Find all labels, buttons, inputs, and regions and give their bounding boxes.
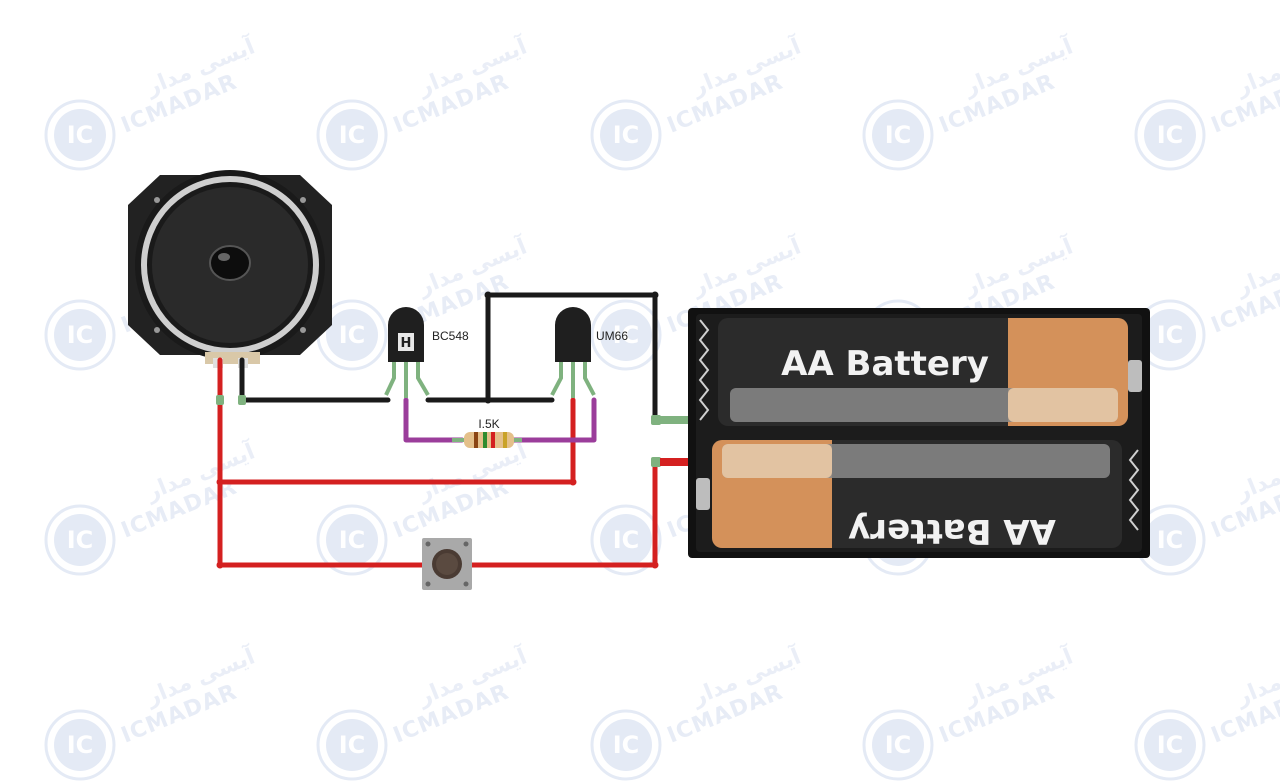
svg-text:H: H: [401, 336, 412, 351]
watermark-logo-ring: [316, 99, 388, 171]
watermark-logo-text: IC: [1157, 121, 1184, 149]
watermark-logo-text: IC: [1157, 526, 1184, 554]
watermark-logo-text: IC: [613, 526, 640, 554]
watermark-logo-text: IC: [67, 731, 94, 759]
watermark-logo-ring: [590, 99, 662, 171]
watermark-logo-icon: [600, 309, 652, 361]
battery-bottom-label: AA Battery: [848, 511, 1056, 551]
watermark-logo-icon: [326, 109, 378, 161]
watermark-logo-text: IC: [67, 526, 94, 554]
watermark-logo-text: IC: [339, 731, 366, 759]
transistor-um66: UM66: [550, 307, 628, 398]
battery-top: AA Battery: [718, 318, 1142, 426]
watermark-logo-ring: [590, 504, 662, 576]
bc548-label: BC548: [432, 329, 469, 343]
watermark-logo-text: IC: [613, 121, 640, 149]
wire-purple-right: [509, 397, 597, 443]
watermark-logo-icon: [1144, 109, 1196, 161]
um66-label: UM66: [596, 329, 628, 343]
watermark-logo-ring: [1134, 99, 1206, 171]
push-button: [422, 538, 472, 590]
battery-top-label: AA Battery: [781, 344, 989, 384]
watermark-logo-icon: [326, 719, 378, 771]
watermark-logo-text: IC: [67, 321, 94, 349]
watermark-logo-text: IC: [67, 121, 94, 149]
watermark-logo-icon: [1144, 719, 1196, 771]
watermark-logo-icon: [600, 719, 652, 771]
watermark-logo-icon: [54, 719, 106, 771]
watermark-logo-text: IC: [1157, 731, 1184, 759]
watermark-logo-ring: [862, 99, 934, 171]
watermark-logo-icon: [1144, 309, 1196, 361]
watermark-logo-icon: [326, 309, 378, 361]
watermark-logo-ring: [44, 709, 116, 781]
watermark-logo-ring: [1134, 709, 1206, 781]
resistor-label: I.5K: [478, 417, 499, 431]
watermark-logo-text: IC: [885, 121, 912, 149]
watermark-logo-icon: [600, 109, 652, 161]
watermark-logo-icon: [54, 309, 106, 361]
watermark-logo-icon: [872, 109, 924, 161]
watermark-logo-icon: [54, 514, 106, 566]
watermark-logo-text: IC: [613, 321, 640, 349]
wire-joints: [216, 291, 661, 569]
watermark-logo-ring: [44, 99, 116, 171]
watermark-logo-ring: [44, 504, 116, 576]
watermark-logo-text: IC: [339, 526, 366, 554]
watermark-logo-ring: [590, 709, 662, 781]
watermark-logo-text: IC: [613, 731, 640, 759]
battery-bottom: AA Battery: [696, 440, 1122, 551]
watermark-logo-ring: [590, 299, 662, 371]
wire-purple-left: [403, 397, 465, 443]
resistor: I.5K: [452, 417, 522, 448]
watermark-logo-icon: [1144, 514, 1196, 566]
watermark-logo-ring: [316, 504, 388, 576]
watermark-logo-text: IC: [885, 731, 912, 759]
watermark-logo-ring: [862, 709, 934, 781]
watermark-logo-ring: [316, 709, 388, 781]
watermark-logo-icon: [54, 109, 106, 161]
transistor-bc548: H BC548: [384, 307, 469, 398]
battery-holder: AA Battery AA Battery: [660, 308, 1150, 558]
watermark-logo-text: IC: [1157, 321, 1184, 349]
watermark-logo-icon: [872, 719, 924, 771]
speaker: [128, 170, 332, 368]
watermark-logo-text: IC: [339, 321, 366, 349]
watermark-logo-icon: [326, 514, 378, 566]
watermark-logo-text: IC: [339, 121, 366, 149]
watermark-logo-icon: [600, 514, 652, 566]
watermark-logo-ring: [44, 299, 116, 371]
